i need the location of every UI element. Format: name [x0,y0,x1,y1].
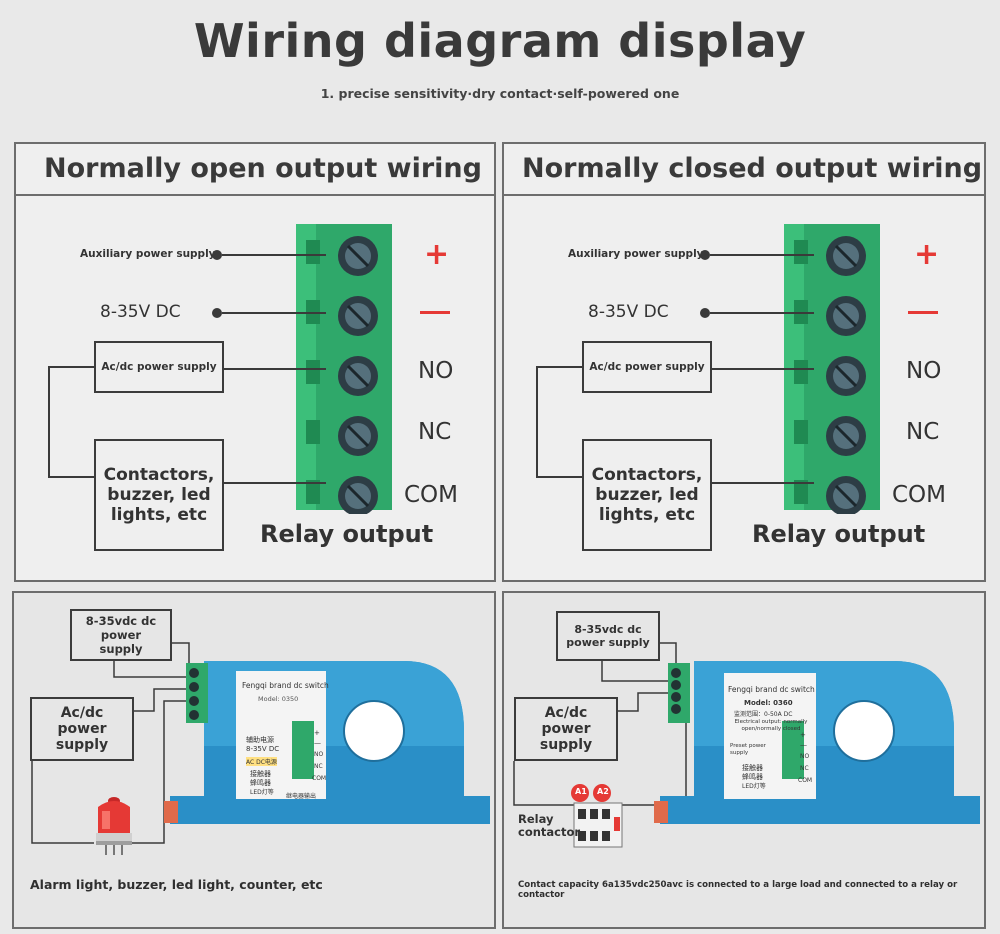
panel-normally-open: Normally open output wiring + NO NC COM … [14,142,496,582]
relay-output-label: Relay output [752,520,926,548]
device-label-line: 继电器输出 [286,793,317,800]
alarm-light-icon [96,797,132,855]
device-terminal-label: + [800,731,806,739]
dc-wire [710,312,814,314]
device-label-model: Model: 0360 [744,699,793,707]
loop-bottom-wire [536,476,584,478]
terminal-plus-label: + [914,237,940,272]
aux-power-label: Auxiliary power supply [80,248,216,260]
photo-caption: Contact capacity 6a135vdc250avc is conne… [518,880,958,900]
acdc-left-wire [48,366,94,368]
device-label-line: AC DC电源 [246,757,277,766]
aux-power-label: Auxiliary power supply [568,248,704,260]
device-label-line: 蜂鸣器 [250,779,271,787]
acdc-to-no-wire [222,368,326,370]
device-label-line: 接触器 [250,770,271,778]
device-label-line: Preset power supply [730,743,766,756]
acdc-power-box: Ac/dc power supply [30,697,134,761]
dc-switch-device [654,661,980,824]
coil-a2-label: A2 [597,787,609,796]
dc-voltage-label: 8-35V DC [100,302,181,322]
aux-wire [710,254,814,256]
dc-wire [222,312,326,314]
device-terminal-label: NO [800,753,810,760]
load-to-com-wire [710,482,814,484]
terminal-nc-label: NC [906,419,940,445]
device-label-line: 监测范围：0-50A DC [734,711,793,718]
device-terminal-label: COM [798,777,813,784]
dc-switch-device [164,661,490,824]
device-label-line: Electrical output: normally open/normall… [734,719,808,732]
device-label-title: Fengqi brand dc switch [242,681,329,690]
photo-caption: Alarm light, buzzer, led light, counter,… [30,877,323,892]
page-title: Wiring diagram display [193,14,807,68]
device-label-model: Model: 0350 [258,695,299,703]
device-label-line: LED灯等 [742,783,766,790]
acdc-to-no-wire [710,368,814,370]
terminal-plus-label: + [424,237,450,272]
terminal-no-label: NO [418,358,454,384]
device-terminal-label: + [314,729,320,737]
acdc-power-box: Ac/dc power supply [514,697,618,761]
dc-power-box: 8-35vdc dc power supply [70,609,172,661]
terminal-minus-mark [908,311,938,314]
terminal-minus-mark [420,311,450,314]
aux-connector-dot [212,250,222,260]
acdc-power-box: Ac/dc power supply [582,341,712,393]
relay-contactor-icon [571,784,623,848]
load-box: Contactors, buzzer, led lights, etc [582,439,712,551]
panel-normally-closed: Normally closed output wiring + NO NC CO… [502,142,986,582]
terminal-nc-label: NC [418,419,452,445]
device-terminal-label: NC [800,765,809,772]
panel-photo-left: 8-35vdc dc power supply Ac/dc power supp… [12,591,496,929]
device-label-line: LED灯等 [250,789,274,796]
acdc-left-wire [536,366,582,368]
relay-contactor-label: Relay contactor [518,812,581,839]
device-terminal-label: COM [312,775,327,782]
loop-vertical-wire [536,366,538,478]
page-subtitle: 1. precise sensitivity·dry contact·self-… [320,86,680,101]
dc-connector-dot [212,308,222,318]
terminal-no-label: NO [906,358,942,384]
device-terminal-label: — [314,739,321,747]
panel-photo-right: 8-35vdc dc power supply Ac/dc power supp… [502,591,986,929]
aux-wire [222,254,326,256]
device-label-line: 辅助电源 [246,736,274,744]
acdc-power-box: Ac/dc power supply [94,341,224,393]
terminal-block [296,224,392,514]
coil-a1-label: A1 [575,787,587,796]
loop-vertical-wire [48,366,50,478]
device-terminal-label: — [800,741,807,749]
device-label-title: Fengqi brand dc switch [728,685,815,694]
load-box: Contactors, buzzer, led lights, etc [94,439,224,551]
aux-connector-dot [700,250,710,260]
device-label-line: 8-35V DC [246,745,280,753]
dc-connector-dot [700,308,710,318]
device-terminal-label: NC [314,763,323,770]
dc-voltage-label: 8-35V DC [588,302,669,322]
panel-heading: Normally closed output wiring [504,144,984,196]
dc-power-box: 8-35vdc dc power supply [556,611,660,661]
terminal-com-label: COM [892,482,947,508]
loop-bottom-wire [48,476,96,478]
device-terminal-label: NO [314,751,324,758]
terminal-com-label: COM [404,482,459,508]
relay-output-label: Relay output [260,520,434,548]
device-label-line: 蜂鸣器 [742,773,763,781]
terminal-block [784,224,880,514]
device-label-line: 接触器 [742,764,763,772]
panel-heading: Normally open output wiring [16,144,494,196]
load-to-com-wire [222,482,326,484]
